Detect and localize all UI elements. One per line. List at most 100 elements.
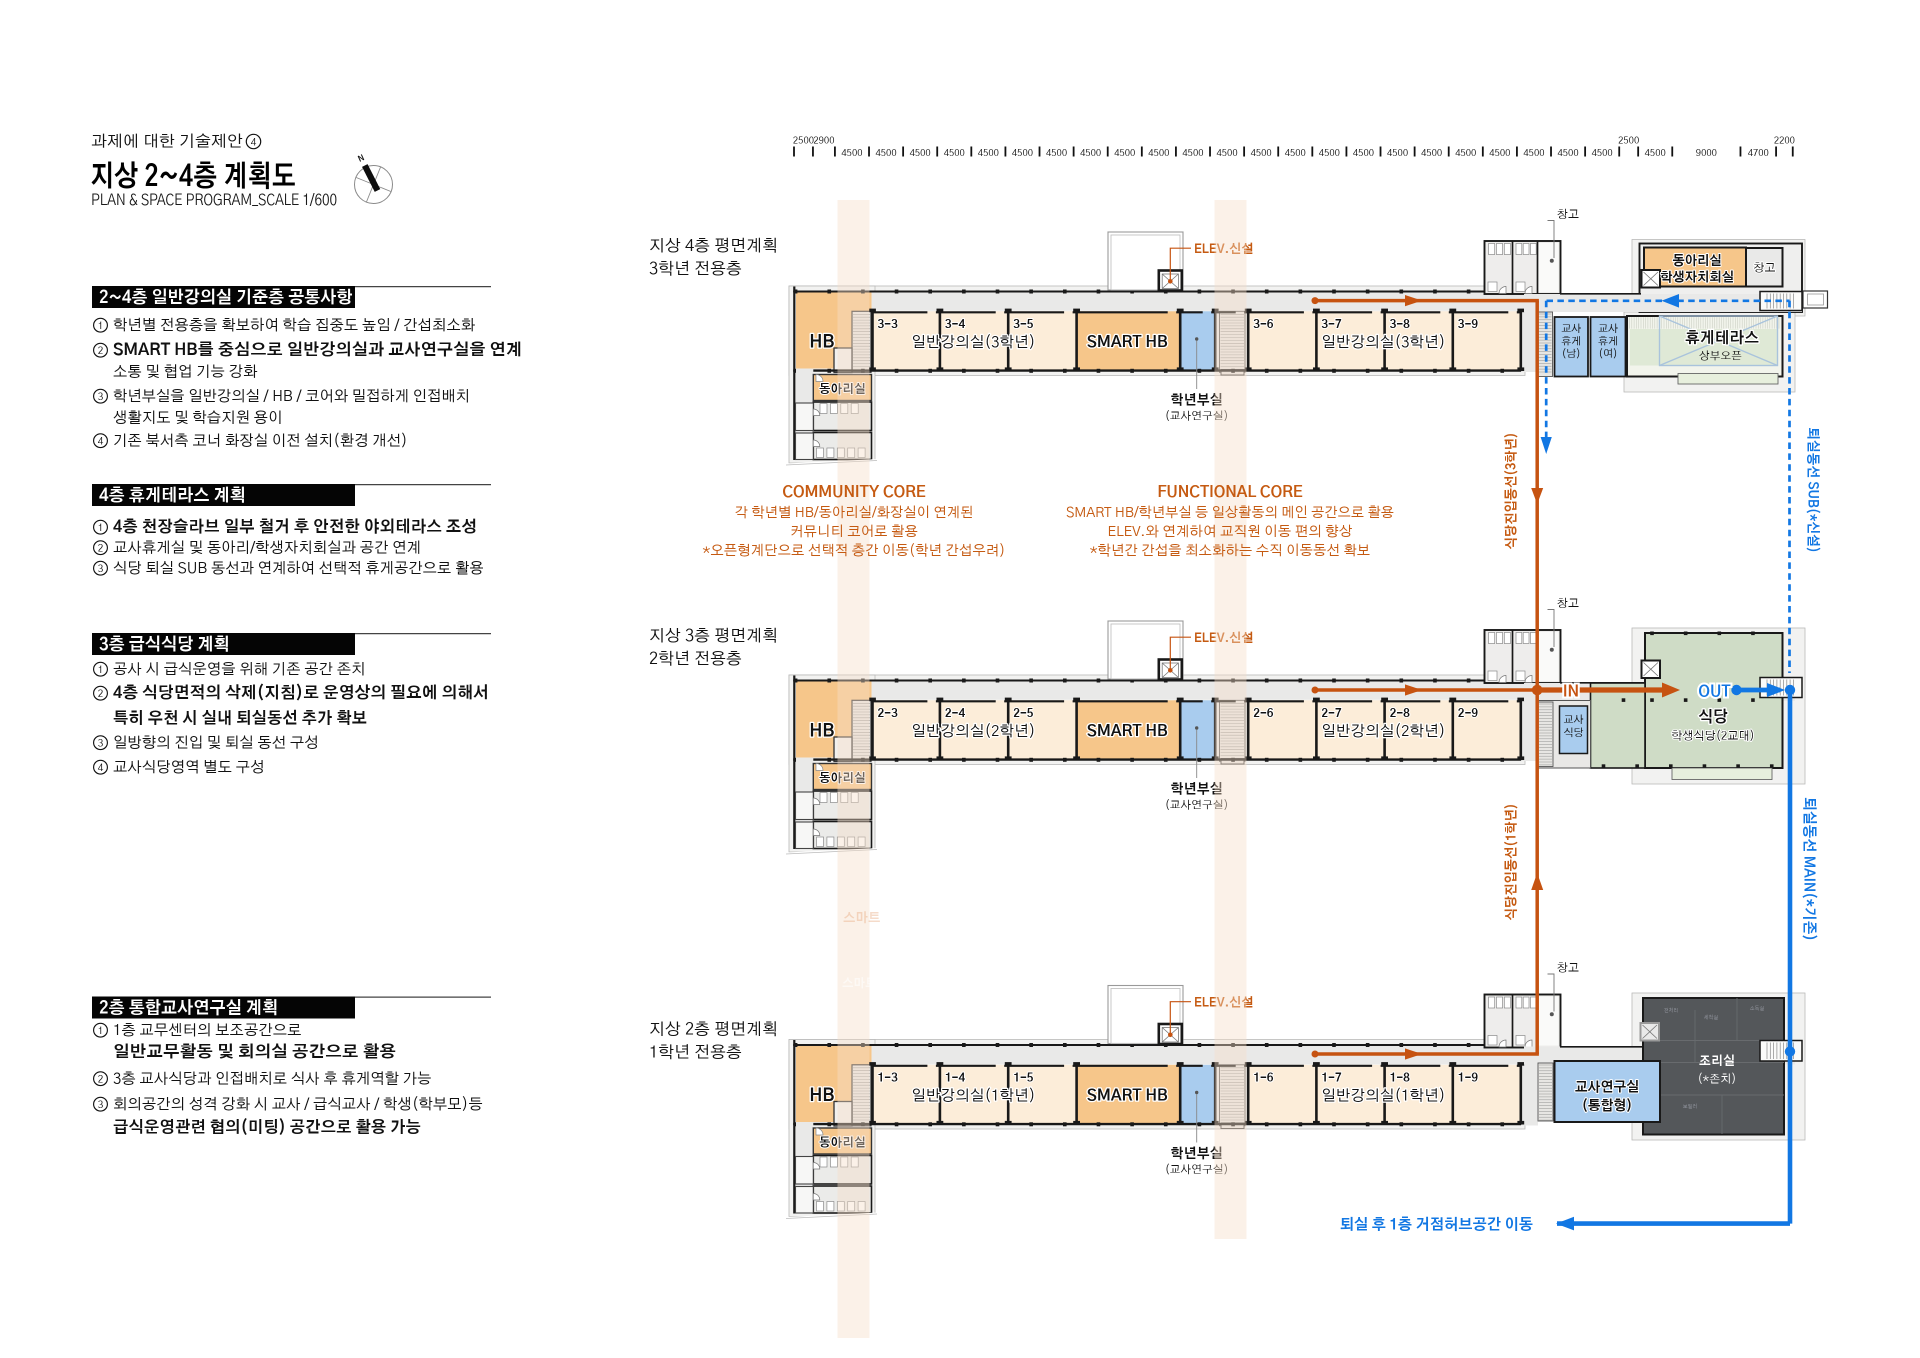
svg-text:동아리실: 동아리실	[819, 772, 866, 785]
svg-text:동아리실: 동아리실	[1672, 254, 1721, 268]
svg-text:2500: 2500	[793, 136, 815, 146]
svg-text:(여): (여)	[1598, 348, 1617, 360]
svg-text:4500: 4500	[1421, 148, 1443, 158]
svg-text:일반강의실(3학년): 일반강의실(3학년)	[911, 334, 1035, 351]
svg-text:1: 1	[98, 1026, 103, 1036]
svg-text:과제에 대한 기술제안: 과제에 대한 기술제안	[91, 133, 243, 151]
svg-text:세척실: 세척실	[1704, 1014, 1719, 1021]
svg-text:3-9: 3-9	[1458, 319, 1479, 331]
svg-text:4500: 4500	[978, 148, 1000, 158]
svg-text:휴게: 휴게	[1561, 336, 1581, 348]
svg-text:학년부실: 학년부실	[1171, 781, 1223, 797]
svg-text:2학년 전용층: 2학년 전용층	[649, 650, 742, 668]
svg-text:4500: 4500	[841, 148, 863, 158]
svg-text:동아리실: 동아리실	[819, 1137, 866, 1150]
svg-text:퇴실동선 MAIN(*기존): 퇴실동선 MAIN(*기존)	[1802, 797, 1819, 941]
svg-text:1: 1	[98, 321, 103, 331]
svg-text:3층 교사식당과 인접배치로 식사 후 휴게역할 가능: 3층 교사식당과 인접배치로 식사 후 휴게역할 가능	[113, 1071, 432, 1088]
svg-text:IN: IN	[1563, 685, 1579, 701]
svg-text:(교사연구실): (교사연구실)	[1165, 410, 1229, 423]
svg-text:ELEV.신설: ELEV.신설	[1194, 631, 1254, 645]
svg-text:4500: 4500	[1251, 148, 1273, 158]
svg-text:보일러: 보일러	[1683, 1103, 1697, 1110]
svg-text:2-8: 2-8	[1390, 708, 1411, 720]
svg-text:ELEV.신설: ELEV.신설	[1194, 995, 1254, 1009]
svg-text:(교사연구실): (교사연구실)	[1165, 1163, 1229, 1176]
svg-text:창고: 창고	[1557, 208, 1579, 221]
svg-text:퇴실 후 1층 거점허브공간 이동: 퇴실 후 1층 거점허브공간 이동	[1340, 1217, 1534, 1233]
svg-text:1-3: 1-3	[878, 1073, 899, 1085]
svg-text:4500: 4500	[1319, 148, 1341, 158]
svg-text:4500: 4500	[1080, 148, 1102, 158]
svg-text:COMMUNITY CORE: COMMUNITY CORE	[782, 485, 926, 501]
svg-text:3: 3	[98, 1100, 104, 1110]
svg-text:PLAN & SPACE PROGRAM_SCALE 1/6: PLAN & SPACE PROGRAM_SCALE 1/600	[91, 194, 337, 209]
svg-text:4700: 4700	[1748, 148, 1770, 158]
svg-text:SMART HB: SMART HB	[1087, 335, 1168, 351]
svg-text:1-7: 1-7	[1321, 1073, 1342, 1085]
svg-text:SMART HB: SMART HB	[1087, 1089, 1168, 1105]
svg-text:3: 3	[98, 738, 104, 748]
svg-text:4500: 4500	[1217, 148, 1239, 158]
svg-text:식당: 식당	[1698, 708, 1728, 726]
svg-text:2: 2	[98, 1074, 103, 1084]
svg-text:1: 1	[98, 665, 103, 675]
svg-text:교사: 교사	[1564, 715, 1584, 726]
svg-text:2-3: 2-3	[878, 708, 899, 720]
svg-text:3층 급식식당 계획: 3층 급식식당 계획	[99, 635, 230, 654]
svg-text:퇴실동선 SUB(*신설): 퇴실동선 SUB(*신설)	[1806, 427, 1822, 553]
svg-text:스마트: 스마트	[843, 911, 881, 925]
svg-text:일반강의실(3학년): 일반강의실(3학년)	[1321, 334, 1445, 351]
svg-text:ELEV.와 연계하여 교직원 이동 편의 향상: ELEV.와 연계하여 교직원 이동 편의 향상	[1108, 524, 1353, 539]
svg-text:3: 3	[98, 392, 104, 402]
svg-text:학생자치회실: 학생자치회실	[1660, 270, 1734, 285]
svg-text:4500: 4500	[1558, 148, 1580, 158]
svg-text:3-8: 3-8	[1390, 319, 1411, 331]
svg-text:*오픈형계단으로 선택적 층간 이동(학년 간섭우려): *오픈형계단으로 선택적 층간 이동(학년 간섭우려)	[703, 543, 1006, 558]
svg-text:4500: 4500	[1114, 148, 1136, 158]
svg-text:1층 교무센터의 보조공간으로: 1층 교무센터의 보조공간으로	[113, 1022, 302, 1039]
svg-text:2200: 2200	[1774, 136, 1796, 146]
svg-text:2-4: 2-4	[945, 708, 966, 720]
svg-text:4층 식당면적의 삭제(지침)로 운영상의 필요에 의해서: 4층 식당면적의 삭제(지침)로 운영상의 필요에 의해서	[113, 683, 489, 702]
svg-text:3: 3	[98, 564, 104, 574]
svg-text:학생식당(2교대): 학생식당(2교대)	[1671, 730, 1755, 743]
svg-text:(교사연구실): (교사연구실)	[1165, 799, 1229, 812]
svg-text:3-4: 3-4	[945, 319, 966, 331]
svg-text:1-9: 1-9	[1458, 1073, 1479, 1085]
svg-text:교사연구실: 교사연구실	[1575, 1081, 1639, 1095]
svg-text:2층 통합교사연구실 계획: 2층 통합교사연구실 계획	[99, 999, 278, 1018]
svg-text:학년부실을 일반강의실 / HB / 코어와 밀접하게 인접: 학년부실을 일반강의실 / HB / 코어와 밀접하게 인접배치	[113, 388, 470, 405]
svg-text:일방향의 진입 및 퇴실 동선 구성: 일방향의 진입 및 퇴실 동선 구성	[113, 735, 319, 752]
svg-text:특히 우천 시 실내 퇴실동선 추가 확보: 특히 우천 시 실내 퇴실동선 추가 확보	[113, 709, 367, 728]
svg-text:휴게: 휴게	[1598, 336, 1618, 348]
svg-text:2-9: 2-9	[1458, 708, 1479, 720]
svg-text:1-5: 1-5	[1013, 1073, 1034, 1085]
svg-text:(*존치): (*존치)	[1698, 1073, 1737, 1086]
svg-text:교사: 교사	[1598, 324, 1618, 335]
svg-text:4500: 4500	[1012, 148, 1034, 158]
svg-text:식당 퇴실 SUB 동선과 연계하여 선택적 휴게공간으로: 식당 퇴실 SUB 동선과 연계하여 선택적 휴게공간으로 활용	[113, 560, 484, 577]
svg-text:교사휴게실 및 동아리/학생자치회실과 공간 연계: 교사휴게실 및 동아리/학생자치회실과 공간 연계	[113, 540, 421, 557]
svg-text:OUT: OUT	[1698, 685, 1731, 701]
svg-text:3-7: 3-7	[1321, 319, 1342, 331]
svg-text:3-6: 3-6	[1253, 319, 1274, 331]
svg-text:2: 2	[98, 346, 103, 356]
svg-text:FUNCTIONAL CORE: FUNCTIONAL CORE	[1157, 485, 1303, 501]
svg-text:2-6: 2-6	[1253, 708, 1274, 720]
svg-text:생활지도 및 학습지원 용이: 생활지도 및 학습지원 용이	[113, 410, 283, 427]
svg-text:2500: 2500	[1618, 136, 1640, 146]
svg-text:학년부실: 학년부실	[1171, 1145, 1223, 1161]
svg-text:4500: 4500	[1455, 148, 1477, 158]
svg-text:HB: HB	[809, 723, 834, 741]
svg-text:2: 2	[98, 689, 103, 699]
svg-text:일반강의실(1학년): 일반강의실(1학년)	[911, 1088, 1035, 1105]
svg-text:4500: 4500	[1387, 148, 1409, 158]
svg-text:식당: 식당	[1564, 727, 1584, 739]
svg-text:HB: HB	[809, 1087, 834, 1105]
svg-text:상부오픈: 상부오픈	[1699, 351, 1742, 363]
svg-text:전처리: 전처리	[1664, 1007, 1679, 1014]
svg-text:일반강의실(2학년): 일반강의실(2학년)	[911, 723, 1035, 740]
svg-text:SMART HB를 중심으로 일반강의실과 교사연구실을 연: SMART HB를 중심으로 일반강의실과 교사연구실을 연계	[113, 341, 522, 359]
svg-text:지상 2층 평면계획: 지상 2층 평면계획	[649, 1021, 778, 1039]
